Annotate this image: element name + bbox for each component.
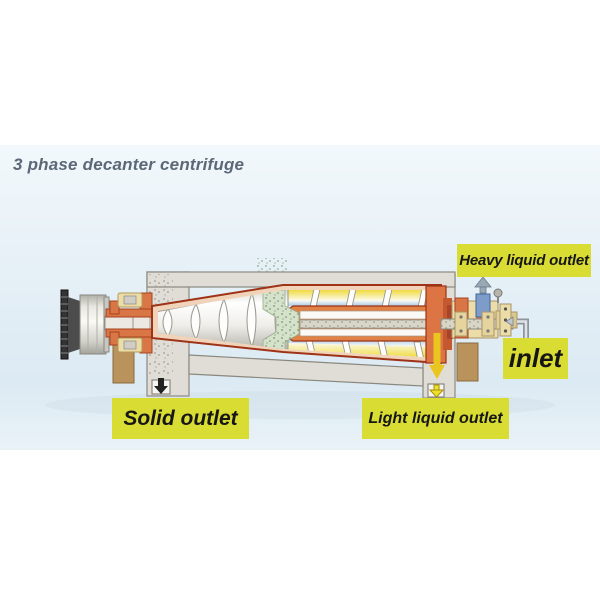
bearing-cap (481, 311, 495, 337)
inlet-pipe-highlight (517, 320, 528, 343)
solid-outlet-arrowhead (154, 386, 168, 394)
light-liquid-outlet-label: Light liquid outlet (362, 398, 509, 439)
page-title: 3 phase decanter centrifuge (13, 155, 245, 174)
light-liquid-outlet-arrow-icon (433, 384, 440, 391)
light-liquid-outlet-arrowhead (428, 389, 445, 398)
case-bottom-frame (188, 354, 424, 387)
feed-tube-contents (300, 320, 438, 328)
feed-vent-speckle (256, 258, 288, 273)
heavy-liquid-outlet-label: Heavy liquid outlet (457, 244, 591, 277)
solid-outlet-label: Solid outlet (112, 398, 249, 439)
flow-arrows (154, 333, 445, 398)
heavy-liquid-arrow-stem (479, 286, 487, 294)
bearing-insert (123, 295, 137, 305)
feed-zone-speckle (263, 290, 299, 351)
solids-layer-top (158, 290, 438, 317)
light-liquid-channel-lower (299, 328, 438, 337)
valve-knob (493, 288, 503, 298)
pulley-hub (68, 297, 80, 353)
inlet-flow-arrow-icon (505, 316, 514, 327)
feed-pipe-contents (441, 319, 513, 329)
inlet-label: inlet (503, 338, 568, 379)
flange-bolts (503, 307, 508, 333)
light-liquid-channel-upper (299, 310, 438, 320)
drive-cylinder (79, 294, 107, 355)
bowl-contents (158, 290, 438, 358)
support-leg-right (456, 342, 479, 382)
drive-assembly (60, 289, 155, 360)
solids-layer-bottom (158, 328, 438, 358)
solid-outlet-arrow-icon (158, 378, 164, 386)
bearing-balls (459, 315, 490, 333)
heavy-liquid-outlet-arrow-icon (474, 276, 492, 288)
pulley-grooves (61, 296, 68, 354)
bearing-cap (454, 311, 468, 337)
left-bearing-housing (105, 292, 155, 354)
light-liquid-flow-arrowhead (429, 365, 445, 379)
bearing-insert (123, 340, 137, 350)
right-end-assembly (425, 276, 529, 364)
